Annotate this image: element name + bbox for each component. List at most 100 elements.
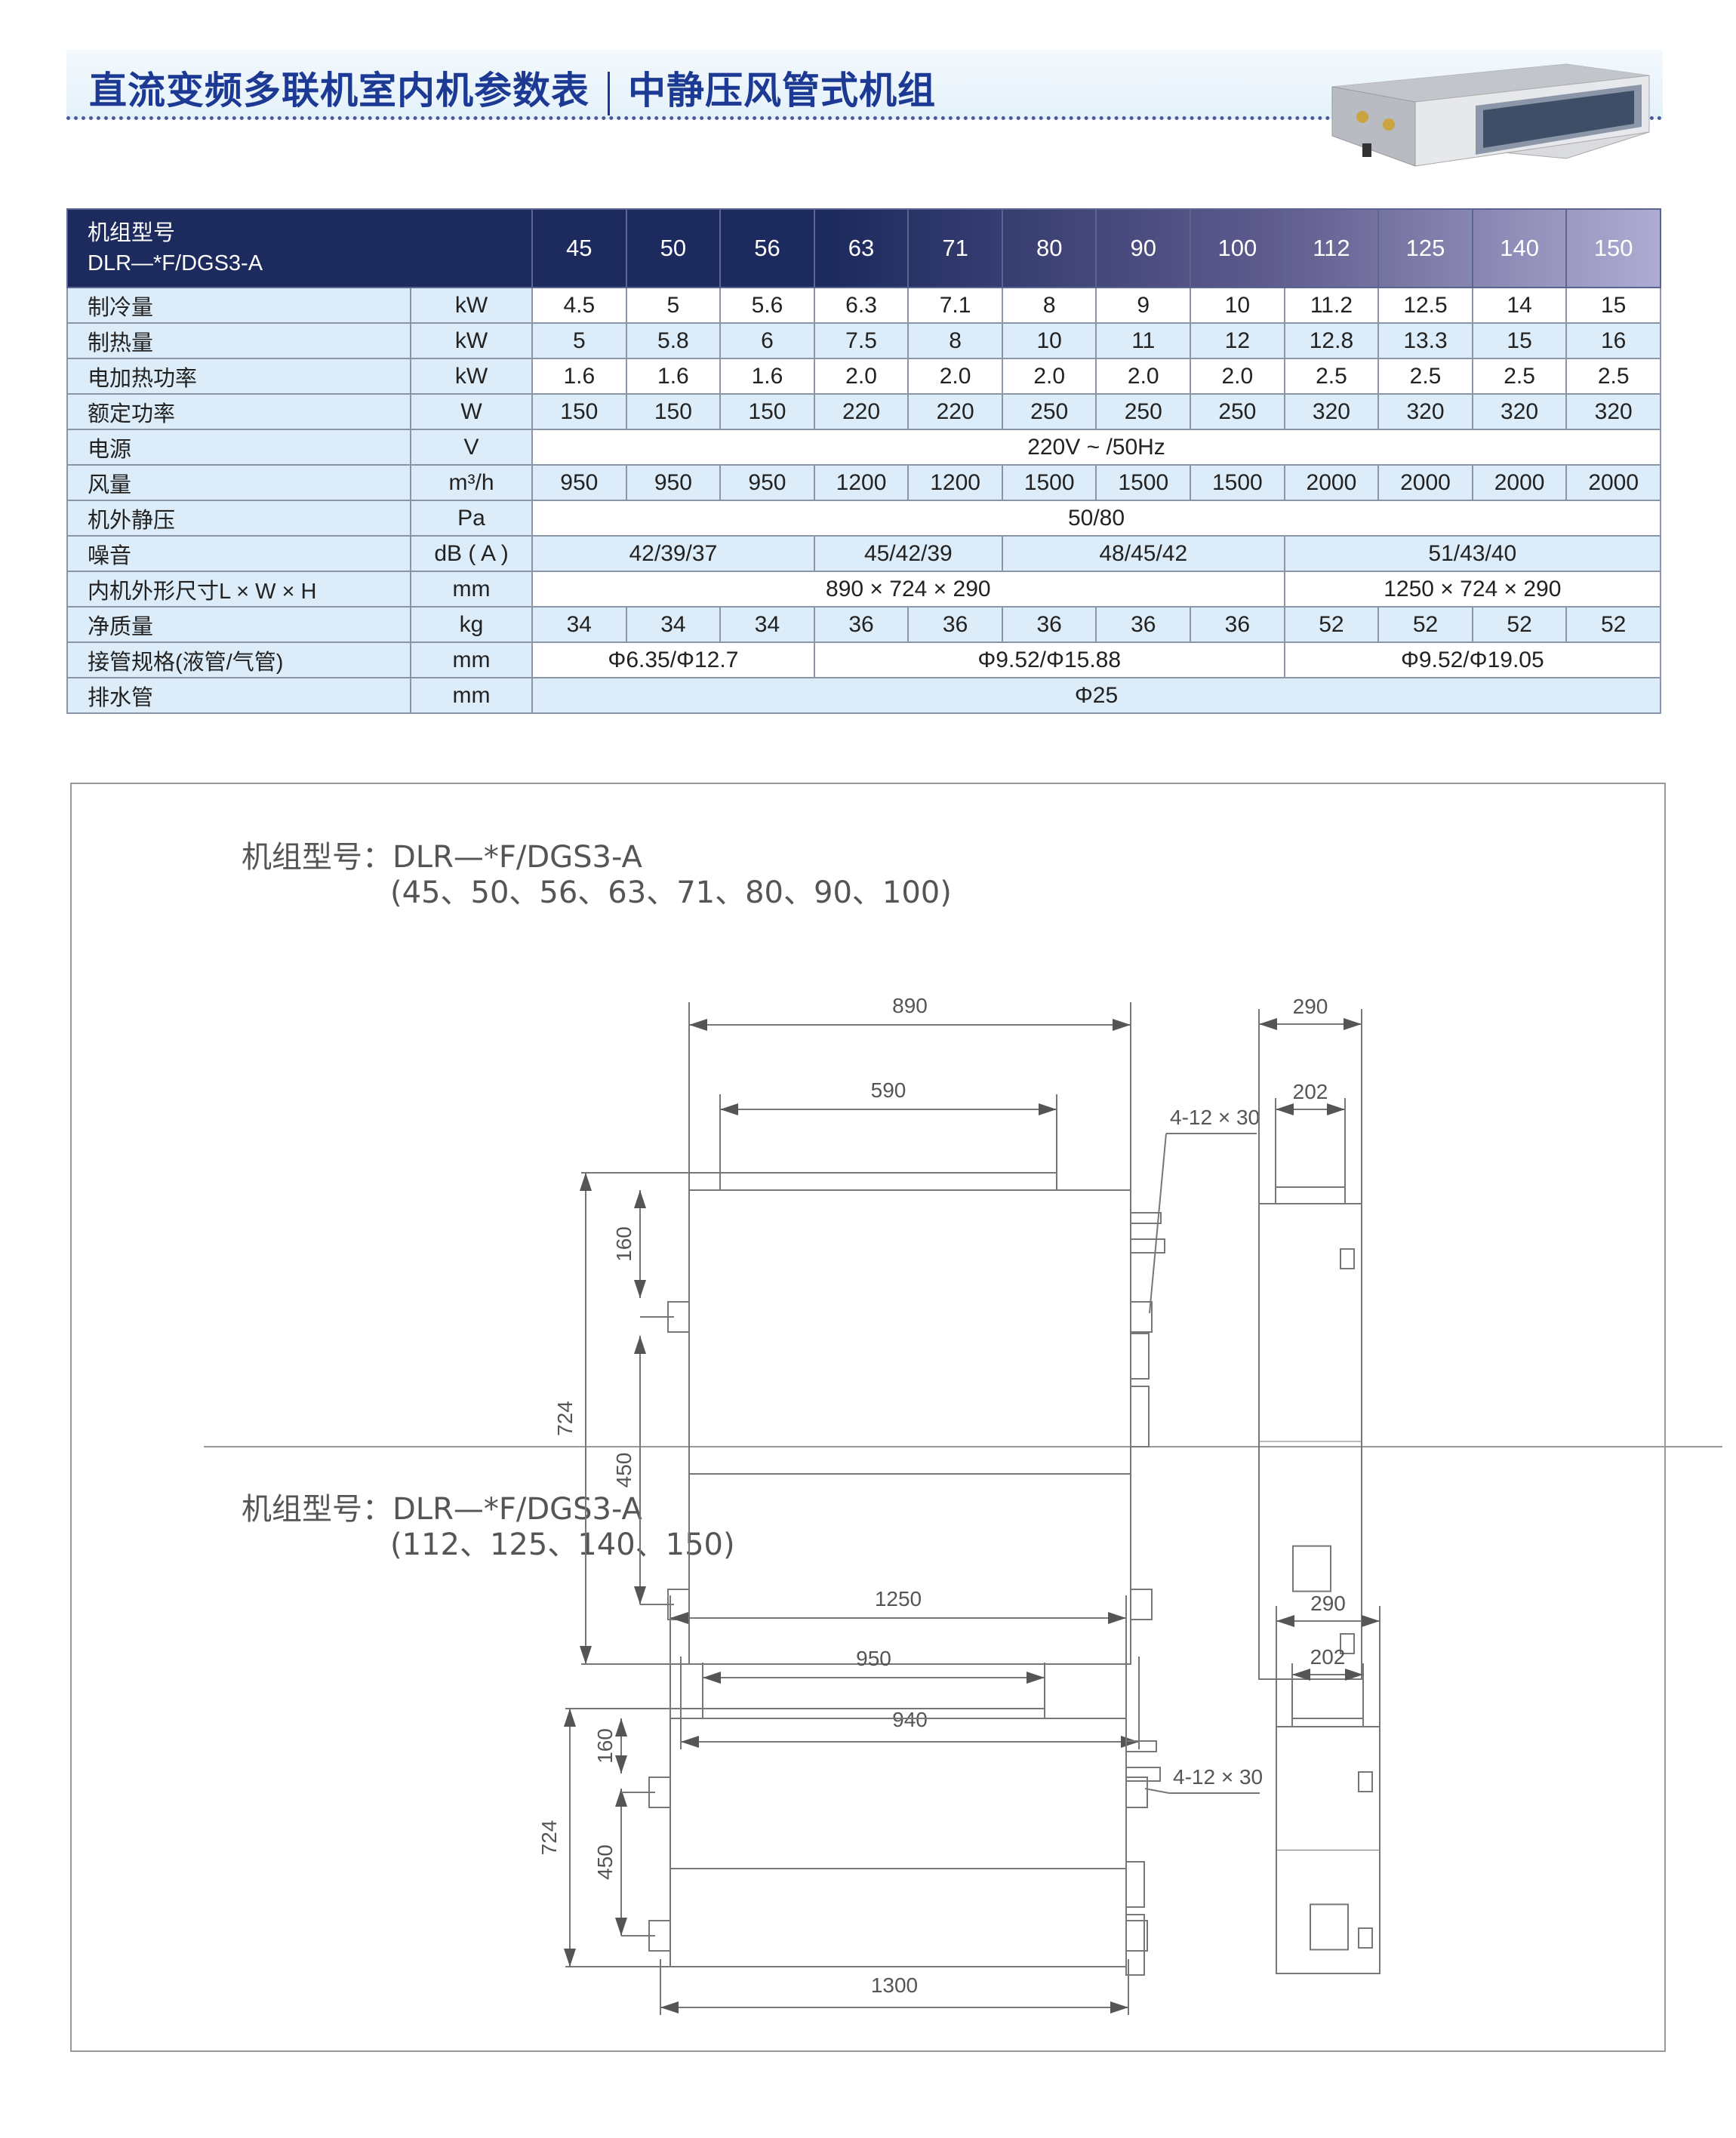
table-cell: 1200 (907, 464, 1003, 501)
model-col-140: 140 (1471, 208, 1568, 288)
table-cell: 250 (1095, 393, 1192, 430)
table-cell: 5.6 (719, 287, 815, 324)
dimension-label: 590 (871, 1078, 906, 1102)
row-unit: dB ( A ) (409, 535, 534, 572)
table-cell: 12 (1190, 322, 1285, 359)
table-cell: 7.1 (907, 287, 1003, 324)
title-divider (608, 71, 610, 115)
drawing1-title-line2: (45、50、56、63、71、80、90、100) (390, 875, 952, 910)
table-cell: 8 (907, 322, 1003, 359)
model-label: 机组型号 (88, 221, 176, 245)
table-cell: 2.5 (1471, 358, 1568, 395)
table-cell: 15 (1565, 287, 1661, 324)
table-cell: 9 (1095, 287, 1192, 324)
table-cell: 2.5 (1283, 358, 1380, 395)
row-label: 制热量 (66, 322, 411, 359)
dimension-label: 890 (892, 994, 928, 1017)
table-cell: 36 (813, 606, 910, 643)
drawing-line (1144, 1788, 1170, 1794)
dimension-label: 724 (537, 1820, 561, 1856)
table-cell: 320 (1471, 393, 1568, 430)
table-cell: 10 (1001, 322, 1097, 359)
table-cell: 2.0 (1095, 358, 1192, 395)
table-cell: 52 (1471, 606, 1568, 643)
table-cell: Φ6.35/Φ12.7 (531, 641, 815, 678)
dimension-label: 202 (1293, 1080, 1328, 1103)
table-cell: 36 (907, 606, 1003, 643)
row-label: 接管规格(液管/气管) (66, 641, 411, 678)
side-flange (1275, 1186, 1346, 1204)
page-title: 直流变频多联机室内机参数表中静压风管式机组 (89, 60, 936, 115)
drawing-panel (70, 783, 1666, 2052)
model-col-150: 150 (1565, 208, 1661, 288)
row-unit: kW (409, 358, 534, 395)
table-cell: 42/39/37 (531, 535, 815, 572)
dimension-label: 940 (892, 1708, 928, 1731)
table-cell: 13.3 (1377, 322, 1473, 359)
dimension-label: 724 (553, 1401, 577, 1436)
model-col-50: 50 (625, 208, 722, 288)
table-cell: Φ9.52/Φ19.05 (1283, 641, 1662, 678)
side-flange (1291, 1718, 1364, 1727)
table-cell: 14 (1471, 287, 1568, 324)
table-cell: 34 (625, 606, 722, 643)
row-label: 风量 (66, 464, 411, 501)
table-cell: 1500 (1095, 464, 1192, 501)
row-label: 排水管 (66, 677, 411, 714)
table-cell: 2.5 (1565, 358, 1661, 395)
drawing-separator (204, 1446, 1722, 1447)
table-cell: 12.8 (1283, 322, 1380, 359)
table-cell: 1.6 (531, 358, 627, 395)
table-cell: 5.8 (625, 322, 722, 359)
row-unit: Pa (409, 500, 534, 537)
table-cell: 51/43/40 (1283, 535, 1662, 572)
electric-box (1125, 1914, 1145, 1976)
table-cell: 2.0 (907, 358, 1003, 395)
table-cell: 2.0 (813, 358, 910, 395)
hanger-bracket (648, 1777, 671, 1808)
top-flange (702, 1708, 1045, 1719)
table-cell: 250 (1001, 393, 1097, 430)
row-unit: kW (409, 287, 534, 324)
model-col-125: 125 (1377, 208, 1473, 288)
row-unit: mm (409, 677, 534, 714)
dimension-label: 4-12 × 30 (1170, 1106, 1260, 1129)
table-cell: 48/45/42 (1001, 535, 1285, 572)
hanger-bracket (667, 1301, 690, 1333)
table-cell: 320 (1283, 393, 1380, 430)
row-unit: W (409, 393, 534, 430)
drain-port (1125, 1861, 1145, 1908)
table-cell: 10 (1190, 287, 1285, 324)
table-cell: 2000 (1471, 464, 1568, 501)
model-col-63: 63 (813, 208, 910, 288)
hanger-bracket (648, 1920, 671, 1952)
dimension-label: 450 (593, 1844, 617, 1880)
table-cell: 16 (1565, 322, 1661, 359)
hanger-bracket (1340, 1633, 1355, 1654)
table-cell: 950 (625, 464, 722, 501)
pipe-connector (1130, 1238, 1165, 1254)
dimension-label: 160 (612, 1226, 636, 1262)
table-cell: 950 (531, 464, 627, 501)
unit-front-view (669, 1718, 1127, 1967)
row-label: 电加热功率 (66, 358, 411, 395)
table-cell: 1200 (813, 464, 910, 501)
model-col-80: 80 (1001, 208, 1097, 288)
hanger-bracket (1340, 1248, 1355, 1269)
row-label: 机外静压 (66, 500, 411, 537)
title-sub: 中静压风管式机组 (628, 69, 936, 112)
table-cell: 1500 (1001, 464, 1097, 501)
row-label: 净质量 (66, 606, 411, 643)
